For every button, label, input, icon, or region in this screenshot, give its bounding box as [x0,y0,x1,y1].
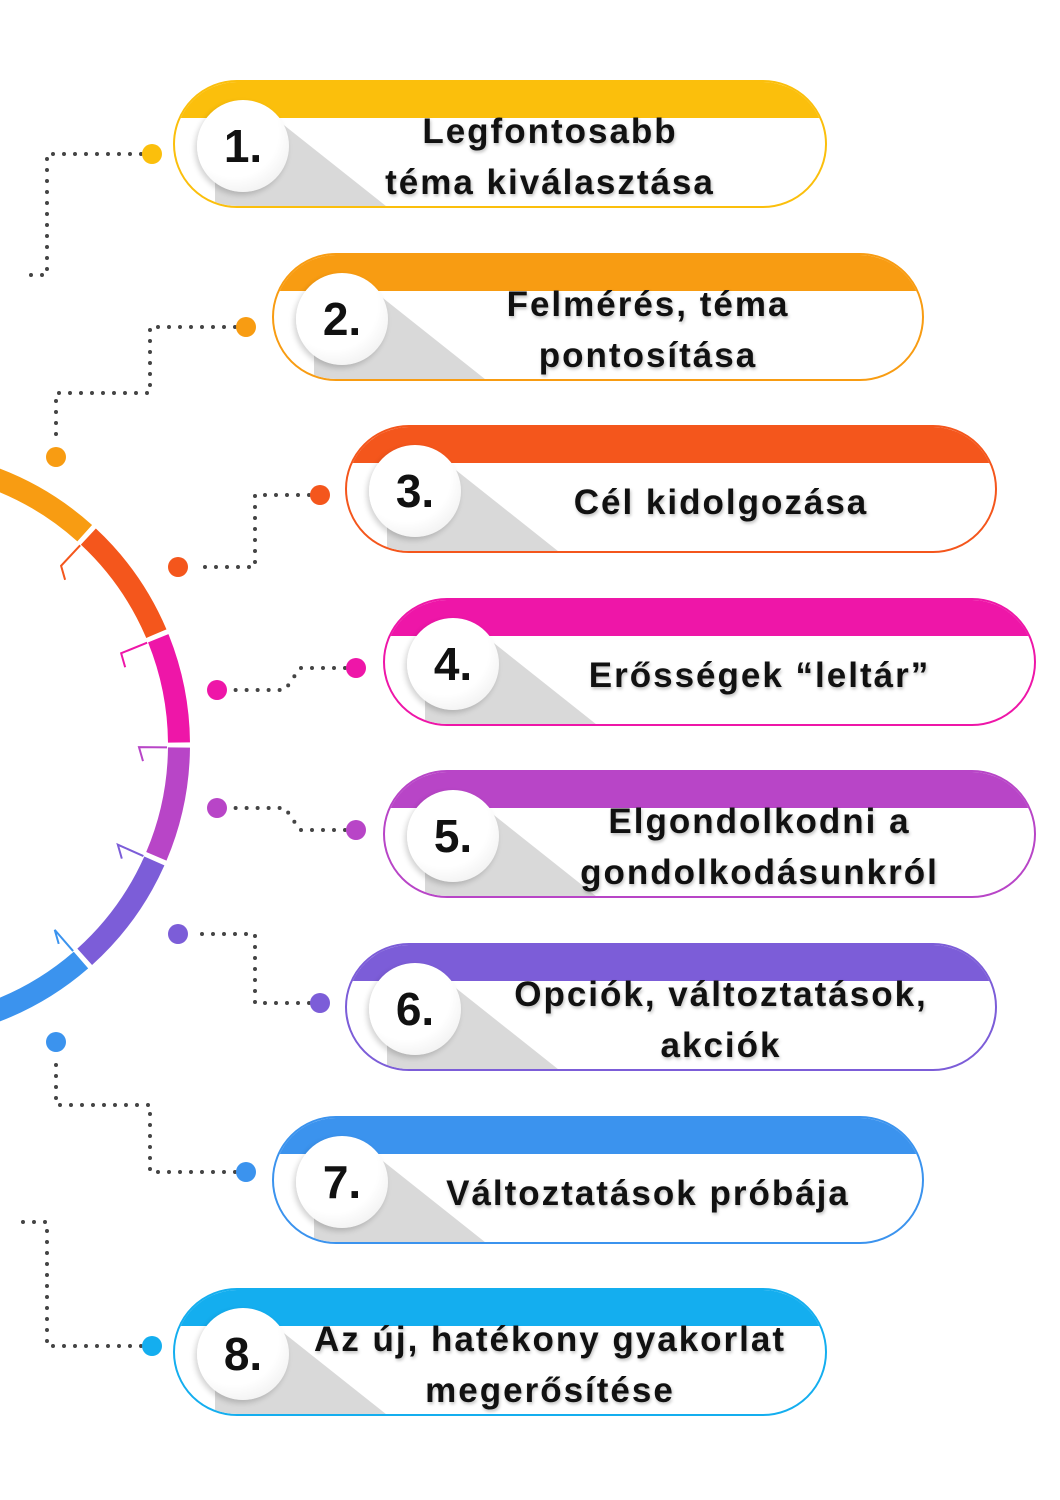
dotted-connector [193,493,322,569]
arc-segment [147,634,190,743]
dotted-connector [20,1220,154,1348]
step-text-line: Felmérés, téma [506,285,790,324]
step-card-8: 8. Az új, hatékony gyakorlat megerősítése [173,1288,827,1416]
step-number: 4. [407,618,499,710]
connector-dot [207,798,227,818]
step-text-line: akciók [660,1026,782,1065]
step-text-line: Változtatások próbája [446,1173,850,1213]
connector-dot [46,1032,66,1052]
arc-segment [77,856,165,965]
dotted-connector [230,806,358,832]
step-card-4: 4. Erősségek “leltár” [383,598,1036,726]
step-number: 8. [197,1308,289,1400]
dotted-connector [193,932,322,1005]
step-number: 1. [197,100,289,192]
step-number: 2. [296,273,388,365]
arrow-icon [137,746,167,762]
dotted-connector [230,666,358,692]
step-text: Az új, hatékony gyakorlat megerősítése [295,1320,805,1410]
step-number: 5. [407,790,499,882]
step-card-2: 2. Felmérés, téma pontosítása [272,253,924,381]
connector-dot [236,1162,256,1182]
step-card-7: 7. Változtatások próbája [272,1116,924,1244]
card-header-band [385,772,1034,808]
step-number: 6. [369,963,461,1055]
arc-segment [80,528,167,639]
connector-dot [46,447,66,467]
card-header-band [175,82,825,118]
step-text-line: megerősítése [425,1371,675,1410]
step-text: Erősségek “leltár” [505,630,1014,720]
card-header-band [274,255,922,291]
step-card-6: 6. Opciók, változtatások, akciók [345,943,997,1071]
arrow-icon [53,929,74,952]
card-header-band [274,1118,922,1154]
step-text: Cél kidolgozása [467,457,975,547]
connector-dot [207,680,227,700]
card-header-band [385,600,1034,636]
step-text-line: Erősségek “leltár” [588,655,931,695]
step-number: 7. [296,1136,388,1228]
card-header-band [347,945,995,981]
arrow-icon [119,641,148,668]
step-text: Legfontosabb téma kiválasztása [295,112,805,202]
dotted-connector [54,325,248,442]
arrow-icon [59,544,81,581]
step-text-line: téma kiválasztása [385,163,715,202]
card-header-band [347,427,995,463]
dotted-connector [54,1056,248,1174]
step-text-line: Elgondolkodni a [608,802,911,841]
step-card-3: 3. Cél kidolgozása [345,425,997,553]
connector-dot [346,820,366,840]
arc-segment [146,747,190,861]
arc-segment [0,951,89,1022]
step-text: Felmérés, téma pontosítása [394,285,902,375]
step-text-line: Opciók, változtatások, [514,975,928,1014]
arc-segment [0,468,93,542]
step-number: 3. [369,445,461,537]
step-text: Opciók, változtatások, akciók [467,975,975,1065]
connector-dot [310,485,330,505]
step-text: Elgondolkodni a gondolkodásunkról [505,802,1014,892]
connector-dot [142,144,162,164]
step-text-line: gondolkodásunkról [580,853,939,892]
connector-dot [346,658,366,678]
step-text-line: Cél kidolgozása [573,482,869,522]
dotted-connector [20,152,154,277]
arrow-icon [116,842,144,859]
connector-dot [168,557,188,577]
step-text-line: pontosítása [538,336,758,375]
card-header-band [175,1290,825,1326]
step-card-5: 5. Elgondolkodni a gondolkodásunkról [383,770,1036,898]
connector-dot [236,317,256,337]
connector-dot [142,1336,162,1356]
step-text: Változtatások próbája [394,1148,902,1238]
connector-dot [310,993,330,1013]
step-text-line: Legfontosabb [422,112,678,151]
step-text-line: Az új, hatékony gyakorlat [313,1320,787,1359]
step-card-1: 1. Legfontosabb téma kiválasztása [173,80,827,208]
connector-dot [168,924,188,944]
